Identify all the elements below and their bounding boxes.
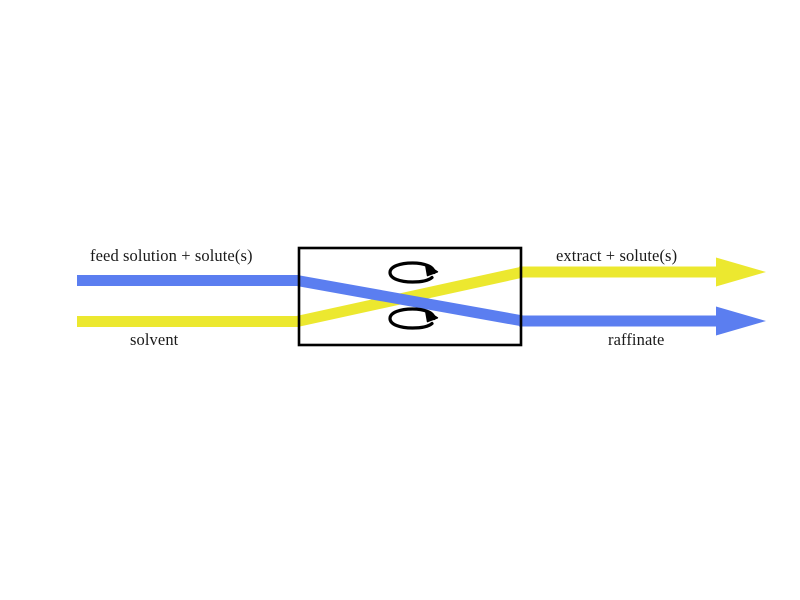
feed-crossover-line [296, 275, 524, 327]
rotation-arrow-icon-top [388, 261, 439, 284]
mixer-settler-vessel [297, 246, 523, 347]
solvent-extract-stream [77, 257, 766, 327]
raffinate-arrowhead-icon [716, 306, 766, 336]
feed-stream-label: feed solution + solute(s) [90, 246, 253, 265]
solvent-stream-label: solvent [130, 330, 179, 349]
extract-stream-label: extract + solute(s) [556, 246, 678, 265]
extract-arrowhead-icon [716, 257, 766, 287]
raffinate-stream-label: raffinate [608, 330, 665, 349]
feed-raffinate-stream [77, 275, 766, 336]
rotation-arrow-icon-bottom [388, 307, 439, 330]
